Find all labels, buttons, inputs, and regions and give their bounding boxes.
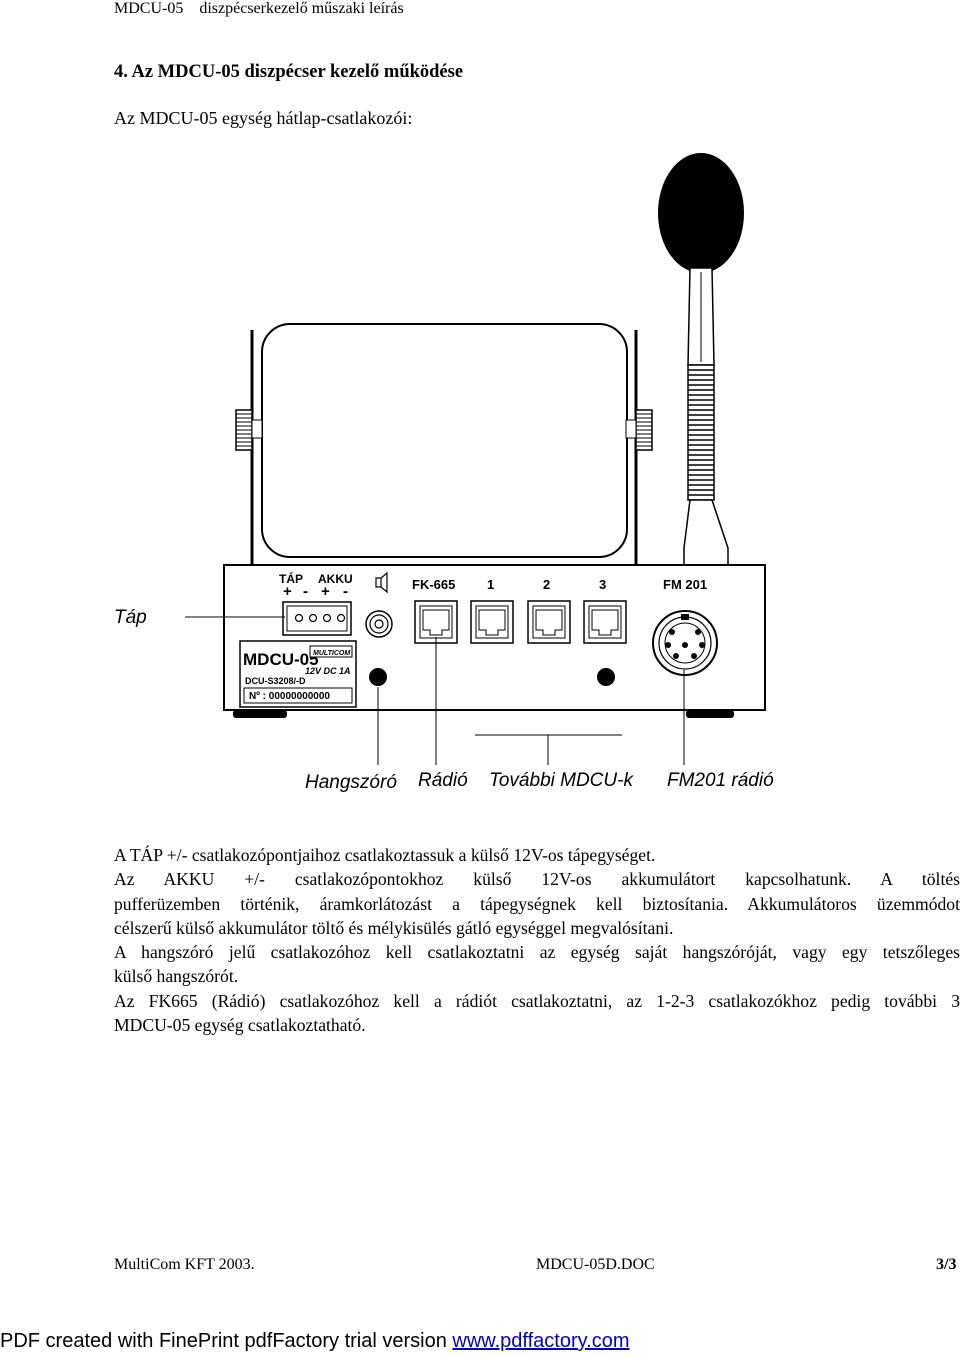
section-subtitle: Az MDCU-05 egység hátlap-csatlakozói:: [114, 108, 413, 128]
page-header: MDCU-05 diszpécserkezelő műszaki leírás: [114, 0, 404, 18]
pdf-banner-link[interactable]: www.pdffactory.com: [452, 1330, 630, 1352]
speaker-symbol-icon: [375, 571, 388, 594]
label-akku: AKKU: [318, 572, 353, 586]
label-akku-minus: -: [343, 583, 348, 600]
screw-left: [369, 668, 387, 686]
label-port-3: 3: [599, 577, 606, 592]
body-line-2: Az AKKU +/- csatlakozópontokhoz külső 12…: [114, 869, 960, 890]
label-fk665: FK-665: [412, 577, 455, 592]
header-doc-title: diszpécserkezelő műszaki leírás: [199, 0, 404, 17]
rj-socket-1: [470, 600, 514, 644]
label-port-2: 2: [543, 577, 550, 592]
section-title: 4. Az MDCU-05 diszpécser kezelő működése: [114, 62, 464, 82]
label-plate: MDCU-05 MULTICOM 12V DC 1A DCU-S3208/-D …: [239, 640, 357, 708]
foot-right: [686, 710, 734, 718]
plate-serial: Nº : 00000000000: [249, 691, 330, 702]
foot-left: [233, 710, 287, 718]
rear-panel-diagram: TÁP AKKU + - + - FK-665 1 2 3 FM 201: [114, 153, 774, 793]
callout-hangszoro: Hangszóró: [305, 772, 397, 793]
footer-company: MultiCom KFT 2003.: [114, 1256, 255, 1273]
body-line-4: célszerű külső akkumulátor töltő és mély…: [114, 917, 674, 938]
body-line-7: Az FK665 (Rádió) csatlakozóhoz kell a rá…: [114, 990, 960, 1011]
bracket-knob-right: [625, 409, 653, 451]
footer-file: MDCU-05D.DOC: [536, 1256, 655, 1273]
screw-right: [597, 668, 615, 686]
callout-fm201-radio: FM201 rádió: [667, 770, 774, 791]
body-line-8: MDCU-05 egység csatlakoztatható.: [114, 1015, 366, 1036]
label-akku-plus: +: [321, 583, 330, 600]
plate-type: DCU-S3208/-D: [245, 676, 306, 686]
bracket-knob-left: [235, 409, 263, 451]
body-line-1: A TÁP +/- csatlakozópontjaihoz csatlakoz…: [114, 845, 656, 865]
footer-page: 3/3: [936, 1256, 957, 1273]
speaker-jack: [365, 610, 393, 638]
microphone-head: [658, 153, 744, 273]
label-tap: TÁP: [279, 571, 303, 586]
body-text: A TÁP +/- csatlakozópontjaihoz csatlakoz…: [114, 843, 960, 1037]
speaker-housing: [261, 323, 628, 558]
header-doc-id: MDCU-05: [114, 0, 184, 17]
pdf-banner: PDF created with FinePrint pdfFactory tr…: [0, 1330, 630, 1353]
plate-model: MDCU-05: [243, 650, 319, 669]
rj-socket-fk665: [414, 600, 458, 644]
rj-socket-3: [583, 600, 627, 644]
din-socket-fm201: [652, 610, 718, 676]
label-tap-minus: -: [303, 583, 308, 600]
plate-logo: MULTICOM: [313, 650, 350, 657]
plate-power: 12V DC 1A: [305, 666, 351, 676]
callout-radio: Rádió: [418, 770, 468, 791]
microphone-base: [683, 499, 729, 567]
rj-socket-2: [527, 600, 571, 644]
callout-tap: Táp: [114, 607, 147, 628]
callout-tovabbi: További MDCU-k: [489, 770, 634, 791]
label-fm201: FM 201: [663, 577, 707, 592]
label-tap-plus: +: [283, 583, 292, 600]
body-line-3: pufferüzemben történik, áramkorlátozást …: [114, 893, 960, 914]
power-terminal-block: [282, 601, 352, 636]
body-line-6: külső hangszórót.: [114, 966, 239, 987]
microphone-gooseneck: [687, 364, 715, 501]
pdf-banner-text: PDF created with FinePrint pdfFactory tr…: [0, 1330, 453, 1352]
callout-line-tovabbi: [475, 734, 622, 765]
body-line-5: A hangszóró jelű csatlakozóhoz kell csat…: [114, 942, 960, 963]
label-port-1: 1: [487, 577, 494, 592]
